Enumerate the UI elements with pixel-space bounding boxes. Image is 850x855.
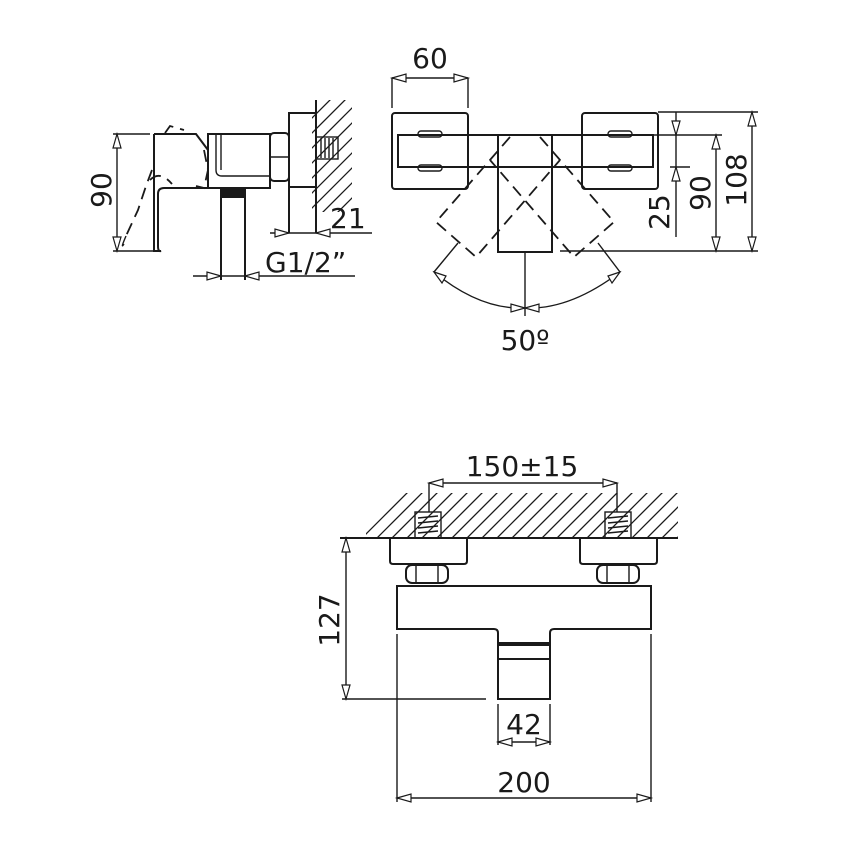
hex-nut-right-front bbox=[596, 564, 640, 584]
dim-body-depth: 90 bbox=[684, 132, 721, 254]
escutcheon-left-front bbox=[389, 538, 468, 565]
dim-handle-rotation: 50º bbox=[432, 242, 622, 357]
wall-hatch-side bbox=[312, 100, 352, 212]
dim-label-outlet-width: 42 bbox=[506, 708, 542, 741]
dim-handle-offset: 25 bbox=[643, 112, 690, 237]
dim-label-escutcheon-width: 60 bbox=[412, 42, 448, 75]
dim-wall-projection: 21 bbox=[270, 202, 372, 238]
dim-label-total-width: 200 bbox=[497, 766, 550, 799]
mixer-body-front bbox=[396, 585, 652, 700]
hex-nut-left-front bbox=[405, 564, 449, 584]
outlet-pipe-side bbox=[220, 188, 246, 280]
top-view: 50º 60 25 90 bbox=[389, 42, 758, 357]
dim-total-height: 127 bbox=[313, 535, 486, 702]
threaded-inlet-right bbox=[604, 511, 632, 539]
body-bar-top bbox=[397, 134, 654, 168]
lever-handle-side bbox=[121, 124, 209, 253]
dim-label-handle-offset: 25 bbox=[643, 194, 676, 230]
side-view: 90 21 G1/2” bbox=[85, 100, 372, 281]
escutcheon-right-top bbox=[581, 112, 659, 190]
escutcheon-right-front bbox=[579, 538, 658, 565]
handle-rotation-ghost bbox=[434, 136, 616, 259]
dim-label-inlet-centers: 150±15 bbox=[466, 450, 579, 483]
dim-outlet-thread: G1/2” bbox=[193, 246, 355, 281]
dim-label-wall-projection: 21 bbox=[330, 202, 366, 235]
escutcheon-side bbox=[288, 112, 317, 188]
dim-label-total-height: 127 bbox=[313, 593, 346, 646]
dim-outlet-width: 42 bbox=[495, 704, 553, 747]
hex-nut-side bbox=[269, 132, 290, 182]
dim-inlet-centers: 150±15 bbox=[426, 450, 620, 512]
escutcheon-left-top bbox=[391, 112, 469, 190]
dim-label-side-height: 90 bbox=[85, 172, 118, 208]
dim-side-height: 90 bbox=[85, 131, 154, 254]
dim-label-body-depth: 90 bbox=[684, 175, 717, 211]
front-view: 150±15 127 42 200 bbox=[313, 450, 678, 803]
dim-total-depth: 108 bbox=[720, 109, 757, 254]
dim-escutcheon-width: 60 bbox=[389, 42, 471, 108]
dim-label-outlet-thread: G1/2” bbox=[265, 246, 346, 279]
threaded-inlet-left bbox=[414, 511, 442, 539]
mixer-body-side bbox=[207, 133, 271, 189]
dim-label-handle-rotation: 50º bbox=[501, 324, 550, 357]
threaded-connector-side bbox=[315, 136, 339, 160]
handle-top bbox=[497, 134, 553, 253]
dim-total-width: 200 bbox=[394, 634, 654, 803]
wall-hatch-front bbox=[366, 493, 678, 539]
dim-label-total-depth: 108 bbox=[720, 153, 753, 206]
